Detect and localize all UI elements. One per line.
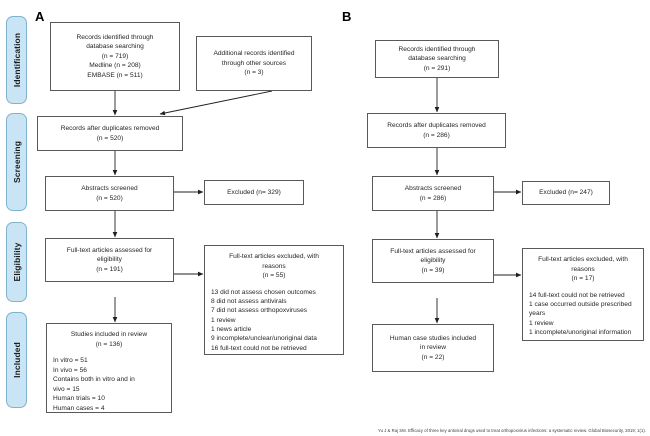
a-records-line3: (n = 719): [101, 52, 129, 60]
b-records-line2: database searching: [408, 55, 466, 63]
a-abstracts-line2: (n = 520): [96, 194, 123, 202]
b-records-line3: (n = 291): [423, 64, 451, 72]
a-included-detail: vivo = 15: [53, 385, 80, 393]
stage-pill-screening: Screening: [6, 113, 27, 211]
a-excl-line3: (n = 55): [262, 272, 286, 280]
a-included-detail: In vitro = 51: [53, 357, 88, 365]
a-additional-line1: Additional records identified: [213, 50, 295, 58]
a-excl-line1: Full-text articles excluded, with: [229, 253, 319, 260]
a-excl-reason: 16 full-text could not be retrieved: [211, 344, 307, 352]
figure-citation: Yu J & Raj SM. Efficacy of three key ant…: [378, 427, 646, 433]
a-records-line4: Medline (n = 208): [89, 62, 141, 70]
b-excl-line3: (n = 17): [571, 275, 595, 283]
box-a-fulltext-excluded: Full-text articles excluded, with reason…: [204, 245, 344, 355]
b-excl-reason: 1 case occurred outside prescribed: [529, 301, 632, 308]
a-duplicates-line2: (n = 520): [96, 134, 124, 142]
stage-pill-identification: Identification: [6, 16, 27, 104]
a-fulltext-line3: (n = 191): [96, 265, 123, 273]
a-excl-reason: 13 did not assess chosen outcomes: [211, 288, 316, 296]
b-duplicates-line2: (n = 286): [423, 131, 450, 139]
a-records-line2: database searching: [86, 43, 144, 51]
box-a-excluded: Excluded (n= 329): [204, 180, 304, 205]
box-a-fulltext-assessed: Full-text articles assessed for eligibil…: [45, 238, 174, 282]
panel-letter-b: B: [342, 9, 352, 24]
a-additional-line2: through other sources: [221, 59, 287, 67]
b-included-line3: (n = 22): [421, 353, 445, 361]
a-excl-reason: 9 incomplete/unclear/unoriginal data: [211, 335, 317, 343]
a-included-line2: (n = 136): [95, 340, 123, 348]
a-records-line5: EMBASE (n = 511): [87, 71, 143, 79]
panel-letter-a: A: [35, 9, 45, 24]
a-excl-reason: 1 review: [211, 316, 236, 324]
box-b-duplicates-removed: Records after duplicates removed (n = 28…: [367, 113, 506, 148]
a-excl-reasons: 13 did not assess chosen outcomes 8 did …: [209, 288, 339, 354]
a-excl-reason: 7 did not assess orthopoxviruses: [211, 307, 308, 315]
box-a-additional-records: Additional records identified through ot…: [196, 36, 312, 91]
b-abstracts-line2: (n = 286): [419, 194, 447, 202]
a-records-line1: Records identified through: [76, 33, 154, 41]
b-records-line1: Records identified through: [398, 45, 476, 53]
stage-label-screening: Screening: [11, 141, 22, 183]
a-included-line1: Studies included in review: [70, 331, 148, 338]
b-duplicates-line1: Records after duplicates removed: [387, 121, 486, 129]
a-duplicates-line1: Records after duplicates removed: [60, 124, 160, 132]
a-abstracts-line1: Abstracts screened: [81, 184, 138, 192]
b-abstracts-line1: Abstracts screened: [404, 184, 462, 192]
b-excl-line1: Full-text articles excluded, with: [538, 256, 628, 263]
a-included-details: In vitro = 51 In vivo = 56 Contains both…: [51, 356, 167, 413]
b-excl-reason: 1 incomplete/unoriginal information: [529, 329, 632, 337]
box-b-included-studies: Human case studies included in review (n…: [372, 324, 494, 372]
a-included-detail: Contains both in vitro and in: [53, 376, 135, 384]
a-included-detail: In vivo = 56: [53, 366, 87, 374]
box-b-fulltext-assessed: Full-text articles assessed for eligibil…: [372, 239, 494, 283]
a-fulltext-line1: Full-text articles assessed for: [66, 246, 153, 254]
stage-pill-included: Included: [6, 312, 27, 408]
a-additional-line3: (n = 3): [244, 69, 264, 77]
b-excluded-line1: Excluded (n= 247): [539, 189, 593, 197]
b-excl-reason: 14 full-text could not be retrieved: [529, 291, 625, 299]
a-excl-reason: 1 news article: [211, 326, 252, 334]
b-fulltext-line2: eligibility: [420, 257, 446, 265]
b-included-line1: Human case studies included: [389, 334, 477, 342]
a-excl-reason: 8 did not assess antivirals: [211, 298, 287, 305]
a-included-detail: Human cases = 4: [53, 404, 105, 412]
stage-label-eligibility: Eligibility: [11, 242, 22, 282]
b-fulltext-line3: (n = 39): [421, 266, 445, 274]
a-excl-line2: reasons: [262, 262, 286, 270]
stage-label-included: Included: [11, 342, 22, 378]
b-excl-reason: 1 review: [529, 319, 554, 327]
b-included-line2: in review: [419, 344, 447, 352]
box-b-abstracts-screened: Abstracts screened (n = 286): [372, 176, 494, 211]
stage-pill-eligibility: Eligibility: [6, 222, 27, 302]
b-excl-reason: years: [529, 310, 546, 318]
box-a-included-studies: Studies included in review (n = 136) In …: [46, 323, 172, 413]
b-fulltext-line1: Full-text articles assessed for: [390, 247, 476, 255]
box-a-records-identified: Records identified through database sear…: [50, 22, 180, 91]
a-included-detail: Human trials = 10: [53, 395, 105, 403]
a-excluded-line1: Excluded (n= 329): [227, 188, 281, 196]
box-b-fulltext-excluded: Full-text articles excluded, with reason…: [522, 248, 644, 341]
b-excl-line2: reasons: [571, 265, 595, 273]
b-excl-reasons: 14 full-text could not be retrieved 1 ca…: [527, 291, 639, 338]
box-a-duplicates-removed: Records after duplicates removed (n = 52…: [37, 116, 183, 151]
box-b-excluded: Excluded (n= 247): [522, 181, 610, 205]
box-a-abstracts-screened: Abstracts screened (n = 520): [45, 176, 174, 211]
box-b-records-identified: Records identified through database sear…: [375, 40, 499, 78]
a-fulltext-line2: eligibility: [97, 256, 122, 264]
stage-label-identification: Identification: [11, 32, 22, 88]
